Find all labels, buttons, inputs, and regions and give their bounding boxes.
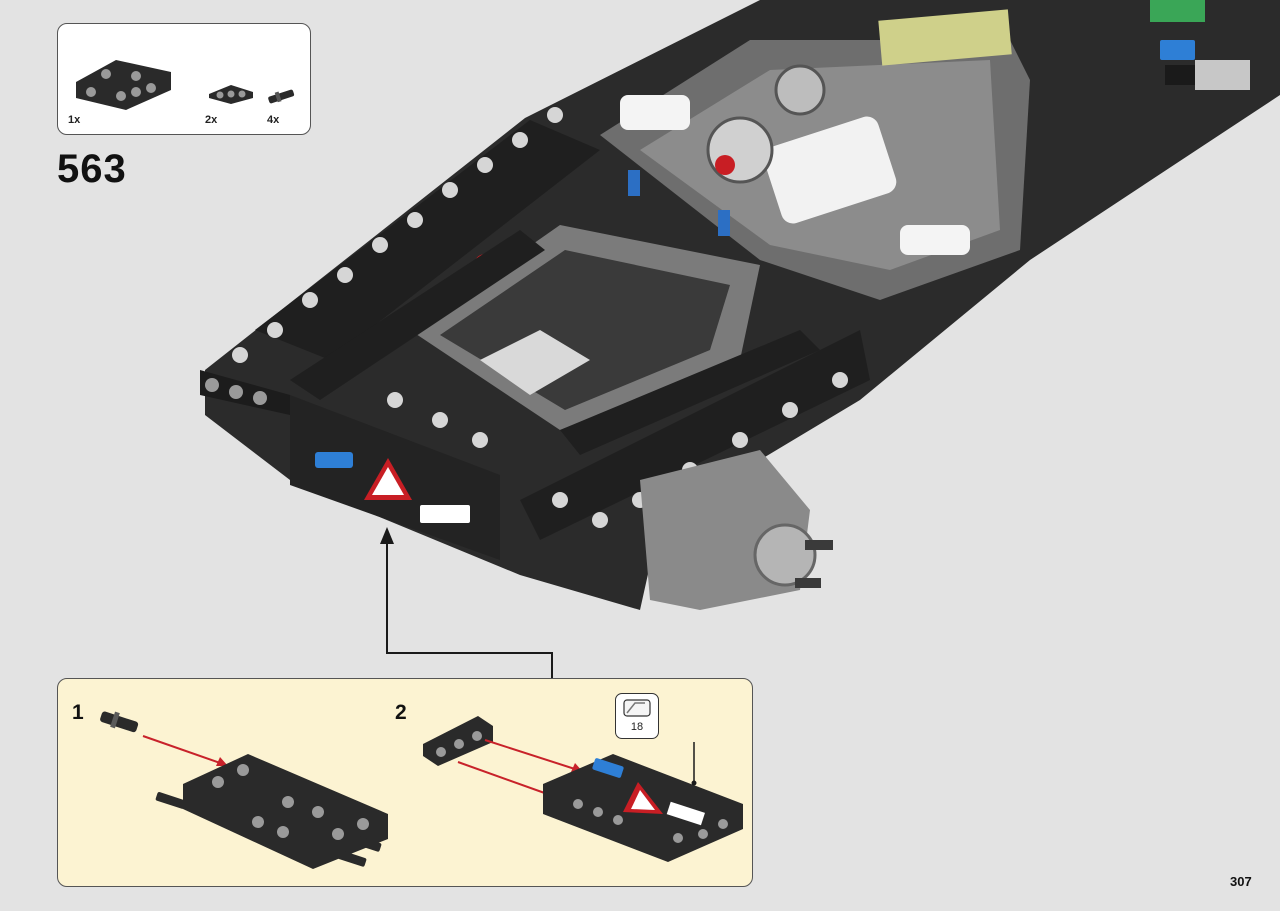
sticker-callout: 18 <box>615 693 659 739</box>
sticker-number: 18 <box>630 721 644 733</box>
substep-number: 1 <box>72 701 84 724</box>
page-number: 307 <box>1230 874 1252 889</box>
sticker-sheet-icon <box>623 699 651 717</box>
part-connector-pin-icon <box>268 89 295 104</box>
part-beam-3-icon <box>209 85 253 104</box>
step-number: 563 <box>57 147 127 191</box>
substep-number: 2 <box>395 701 407 724</box>
callout-arrowhead <box>380 527 394 544</box>
drive-disc <box>753 523 817 587</box>
parts-list-box: 1x 2x 4x <box>57 23 311 135</box>
part-qty-label: 1x <box>68 114 81 126</box>
part-qty-label: 2x <box>205 114 218 126</box>
motor-housing <box>763 116 897 224</box>
oil-badge <box>315 452 353 468</box>
callout-leader-line <box>386 540 553 678</box>
substep-2-illustration <box>423 716 743 862</box>
gear-large <box>706 116 774 184</box>
substep-1-illustration <box>100 711 388 869</box>
substep-box: 1 2 <box>57 678 753 887</box>
oil-badge <box>592 758 624 778</box>
part-panel-plate-icon <box>76 60 171 110</box>
part-qty-label: 4x <box>267 114 280 126</box>
